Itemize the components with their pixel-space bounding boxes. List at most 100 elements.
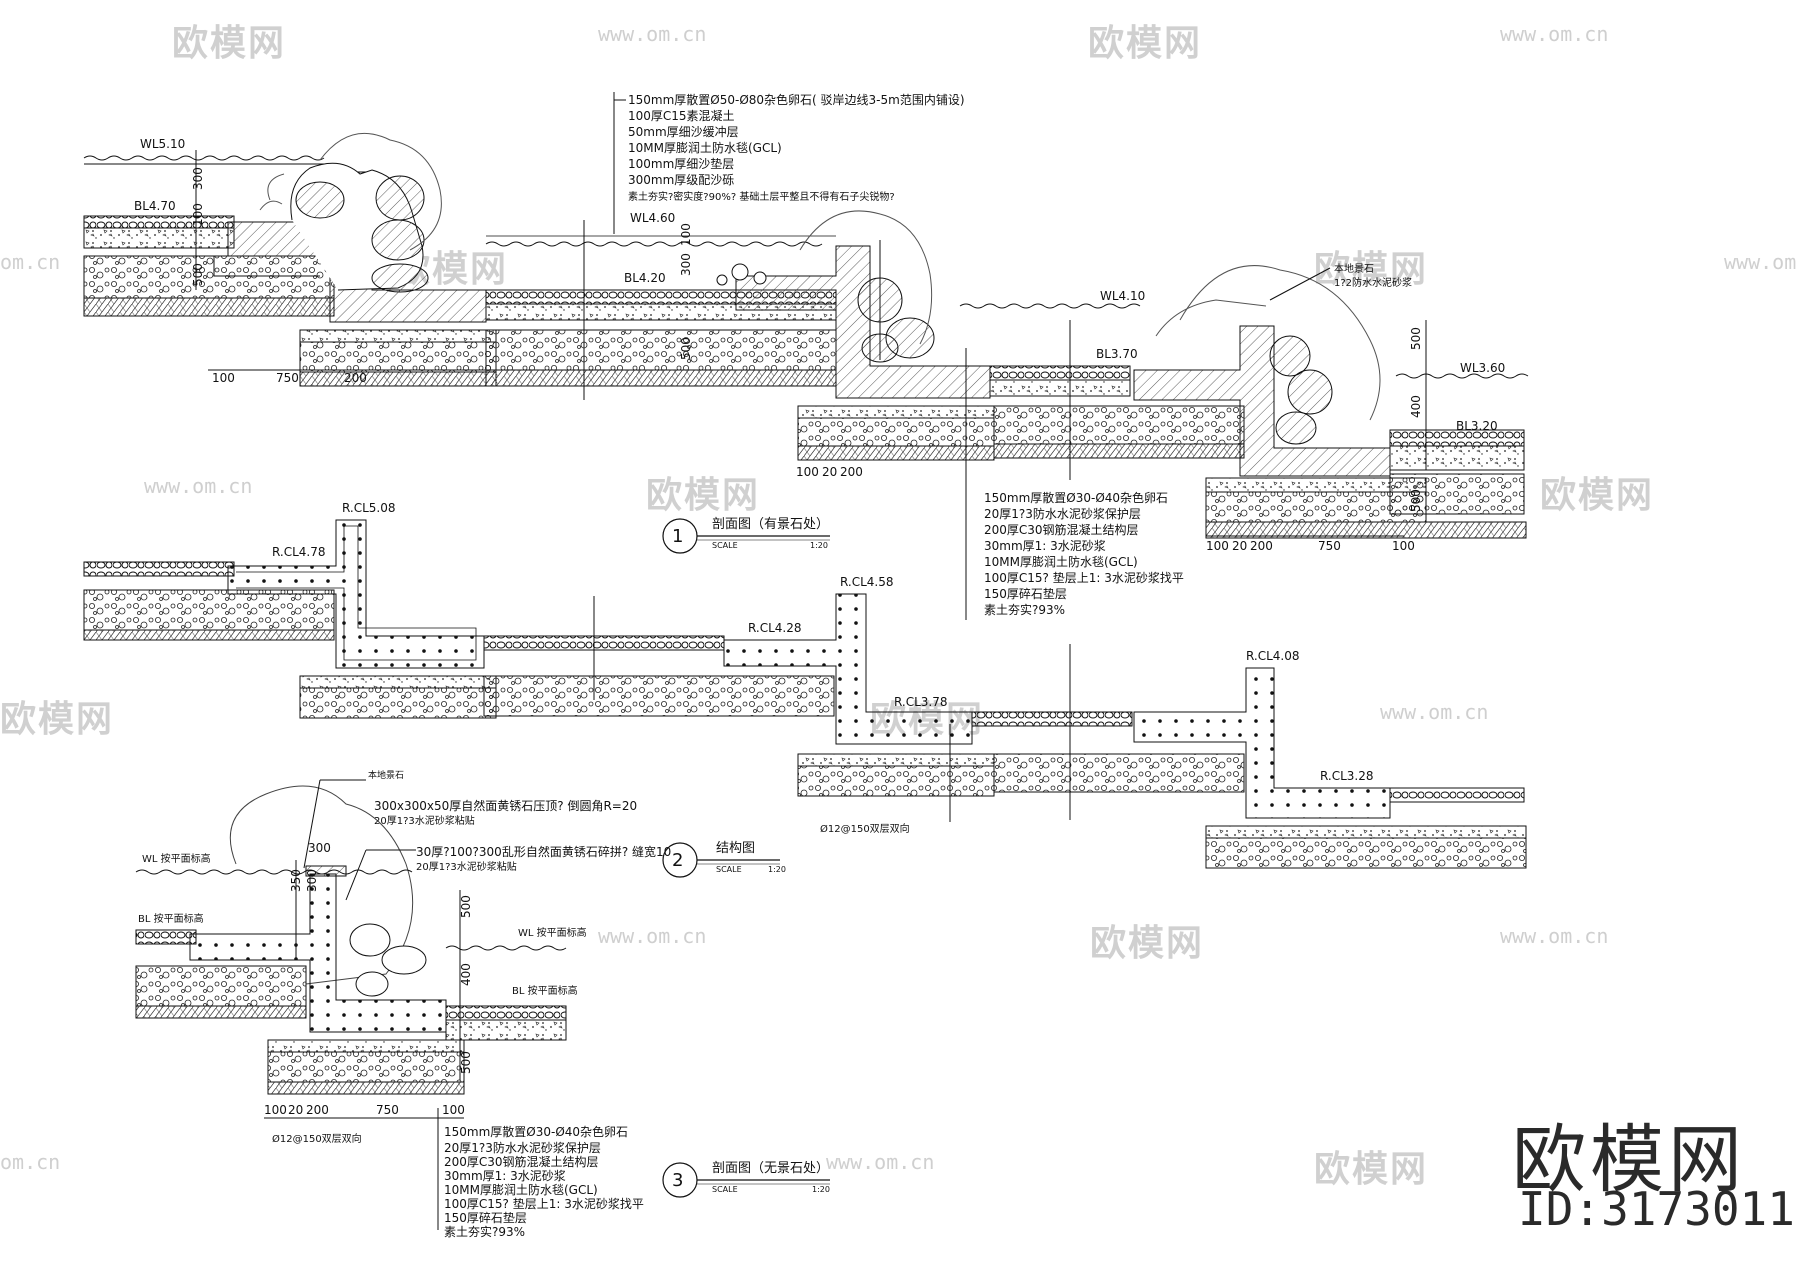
note-line: 300mm厚级配沙砾 bbox=[628, 173, 734, 187]
section3-title: 剖面图（无景石处） bbox=[712, 1161, 829, 1176]
level-label: R.CL4.28 bbox=[748, 621, 802, 635]
section1-number: 1 bbox=[672, 526, 683, 547]
note-line: 素土夯实?93% bbox=[444, 1224, 525, 1239]
dim-label: 100 bbox=[212, 371, 235, 385]
section1-labels: 1 剖面图（有景石处） SCALE 1:20 WL5.10 BL4.70 WL4… bbox=[134, 92, 1505, 617]
note-line: 100厚C15? 垫层上1: 3水泥砂浆找平 bbox=[444, 1196, 644, 1211]
note-line: 150厚碎石垫层 bbox=[984, 586, 1067, 601]
section1-scale-value: 1:20 bbox=[810, 541, 828, 550]
section1-title: 剖面图（有景石处） bbox=[712, 517, 829, 532]
vdim-label: 500 bbox=[679, 337, 693, 360]
section3-number: 3 bbox=[672, 1170, 683, 1191]
note-line: 素土夯实?密实度?90%? 基础土层平整且不得有石子尖锐物? bbox=[628, 190, 895, 203]
watermark-url: www.om.cn bbox=[1724, 250, 1800, 274]
note-line: 200厚C30钢筋混凝土结构层 bbox=[984, 522, 1139, 537]
note-line: 10MM厚膨润土防水毯(GCL) bbox=[984, 554, 1138, 569]
callout-label: 20厚1?3水泥砂浆粘贴 bbox=[374, 814, 475, 827]
level-label: BL4.70 bbox=[134, 199, 176, 213]
note-line: 150厚碎石垫层 bbox=[444, 1210, 527, 1225]
brand-logo-text: 欧模网 bbox=[1512, 1117, 1746, 1203]
callout-label: 本地景石 bbox=[1334, 262, 1374, 275]
dim-label: 20 bbox=[288, 1103, 303, 1117]
note-line: 150mm厚散置Ø30-Ø40杂色卵石 bbox=[444, 1124, 628, 1139]
watermark-brand: 欧模网 bbox=[646, 475, 761, 516]
dim-label: 200 bbox=[840, 465, 863, 479]
callout-label: 20厚1?3水泥砂浆粘贴 bbox=[416, 860, 517, 873]
watermark-brand: 欧模网 bbox=[1314, 1149, 1429, 1190]
level-label: R.CL3.28 bbox=[1320, 769, 1374, 783]
dim-label: 20 bbox=[822, 465, 837, 479]
vdim-label: 500 bbox=[459, 895, 473, 918]
watermark-url: www.om.cn bbox=[144, 474, 253, 498]
vdim-label: 300 bbox=[679, 253, 693, 276]
vdim-label: 100 bbox=[679, 223, 693, 246]
level-label: BL 按平面标高 bbox=[138, 912, 204, 925]
section2-scale-label: SCALE bbox=[716, 865, 742, 874]
note-line: 50mm厚细沙缓冲层 bbox=[628, 124, 739, 139]
note-line: 素土夯实?93% bbox=[984, 602, 1065, 617]
section3-scale-value: 1:20 bbox=[812, 1185, 830, 1194]
section2-labels: 2 结构图 SCALE 1:20 R.CL5.08 R.CL4.78 R.CL4… bbox=[272, 501, 1374, 874]
level-label: BL 按平面标高 bbox=[512, 984, 578, 997]
watermark-brand: 欧模网 bbox=[0, 699, 115, 740]
callout-label: 本地景石 bbox=[368, 769, 404, 781]
dim-label: 200 bbox=[1250, 539, 1273, 553]
level-label: R.CL4.08 bbox=[1246, 649, 1300, 663]
dim-label: 100 bbox=[796, 465, 819, 479]
callout-label: 30厚?100?300乱形自然面黄锈石碎拼? 缝宽10 bbox=[416, 844, 671, 859]
dim-label: 100 bbox=[442, 1103, 465, 1117]
note-line: 150mm厚散置Ø50-Ø80杂色卵石( 驳岸边线3-5m范围内铺设) bbox=[628, 92, 965, 107]
level-label: WL 按平面标高 bbox=[142, 852, 211, 865]
level-label: R.CL4.78 bbox=[272, 545, 326, 559]
note-line: 200厚C30钢筋混凝土结构层 bbox=[444, 1154, 599, 1169]
dim-label: 100 bbox=[1206, 539, 1229, 553]
watermark-brand: 欧模网 bbox=[1540, 475, 1655, 516]
section3-drawing bbox=[135, 779, 567, 1230]
watermark-url: www.om.cn bbox=[1380, 700, 1489, 724]
dim-label: 750 bbox=[376, 1103, 399, 1117]
level-label: WL3.60 bbox=[1460, 361, 1505, 375]
section2-title: 结构图 bbox=[716, 841, 755, 856]
level-label: WL4.10 bbox=[1100, 289, 1145, 303]
note-line: 20厚1?3防水水泥砂浆保护层 bbox=[444, 1140, 601, 1155]
callout-label: 300x300x50厚自然面黄锈石压顶? 倒圆角R=20 bbox=[374, 798, 637, 813]
vdim-label: 500 bbox=[1409, 489, 1423, 512]
dim-label: 300 bbox=[308, 841, 331, 855]
note-line: 30mm厚1: 3水泥砂浆 bbox=[984, 538, 1106, 553]
level-label: WL 按平面标高 bbox=[518, 926, 587, 939]
title-marks bbox=[662, 518, 830, 1198]
dim-label: 100 bbox=[264, 1103, 287, 1117]
dim-label: 750 bbox=[1318, 539, 1341, 553]
dim-label: 100 bbox=[1392, 539, 1415, 553]
section1-scale-label: SCALE bbox=[712, 541, 738, 550]
note-line: 100厚C15素混凝土 bbox=[628, 108, 735, 123]
watermark-url: www.om.cn bbox=[1500, 924, 1609, 948]
watermark-url: www.om.cn bbox=[598, 924, 707, 948]
level-label: BL3.70 bbox=[1096, 347, 1138, 361]
section1-drawing bbox=[83, 92, 1529, 620]
watermark-brand: 欧模网 bbox=[1314, 249, 1429, 290]
vdim-label: 500 bbox=[191, 263, 205, 286]
level-label: BL3.20 bbox=[1456, 419, 1498, 433]
watermark-brand: 欧模网 bbox=[1088, 23, 1203, 64]
note-line: 100厚C15? 垫层上1: 3水泥砂浆找平 bbox=[984, 570, 1184, 585]
rebar-label: Ø12@150双层双向 bbox=[272, 1132, 362, 1145]
watermark-brand: 欧模网 bbox=[1090, 923, 1205, 964]
vdim-label: 300 bbox=[305, 869, 319, 892]
note-line: 100mm厚细沙垫层 bbox=[628, 156, 734, 171]
dim-label: 750 bbox=[276, 371, 299, 385]
callout-label: 1?2防水水泥砂浆 bbox=[1334, 276, 1412, 289]
note-line: 10MM厚膨润土防水毯(GCL) bbox=[444, 1182, 598, 1197]
dim-label: 200 bbox=[344, 371, 367, 385]
section2-scale-value: 1:20 bbox=[768, 865, 786, 874]
vdim-label: 400 bbox=[1409, 395, 1423, 418]
note-line: 10MM厚膨润土防水毯(GCL) bbox=[628, 140, 782, 155]
vdim-label: 500 bbox=[459, 1051, 473, 1074]
section2-number: 2 bbox=[672, 850, 683, 871]
section3-scale-label: SCALE bbox=[712, 1185, 738, 1194]
level-label: WL4.60 bbox=[630, 211, 675, 225]
vdim-label: 500 bbox=[1409, 327, 1423, 350]
vdim-label: 100 bbox=[191, 203, 205, 226]
vdim-label: 400 bbox=[459, 963, 473, 986]
